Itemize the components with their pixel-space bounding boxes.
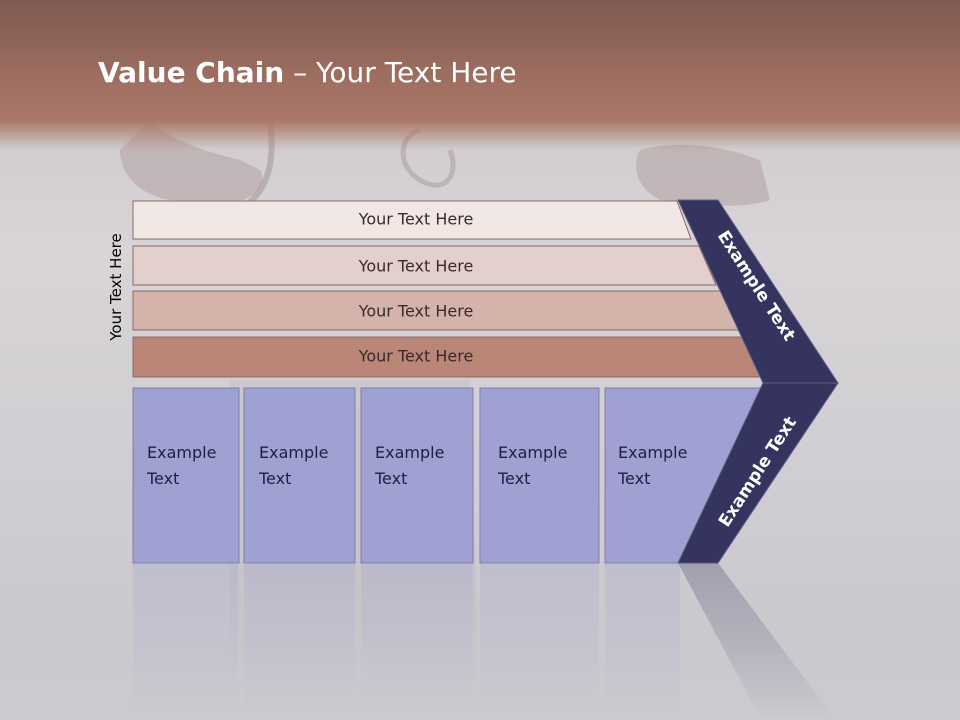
title-rest: – Your Text Here: [284, 56, 517, 89]
bar-label-3: Your Text Here: [358, 301, 474, 321]
bar-label-1: Your Text Here: [358, 209, 474, 229]
bar-label-4: Your Text Here: [358, 346, 474, 366]
activity-cell-2: [243, 387, 356, 564]
activity-cell-4: [479, 387, 600, 564]
value-bar-2: [132, 245, 717, 286]
bar-label-2: Your Text Here: [358, 256, 474, 276]
header-band: [0, 0, 960, 150]
value-bar-1: [132, 200, 692, 240]
reflection-fade: [0, 563, 960, 720]
slide-title: Value Chain – Your Text Here: [98, 56, 517, 89]
title-bold: Value Chain: [98, 56, 285, 89]
activity-cell-3: [360, 387, 474, 564]
